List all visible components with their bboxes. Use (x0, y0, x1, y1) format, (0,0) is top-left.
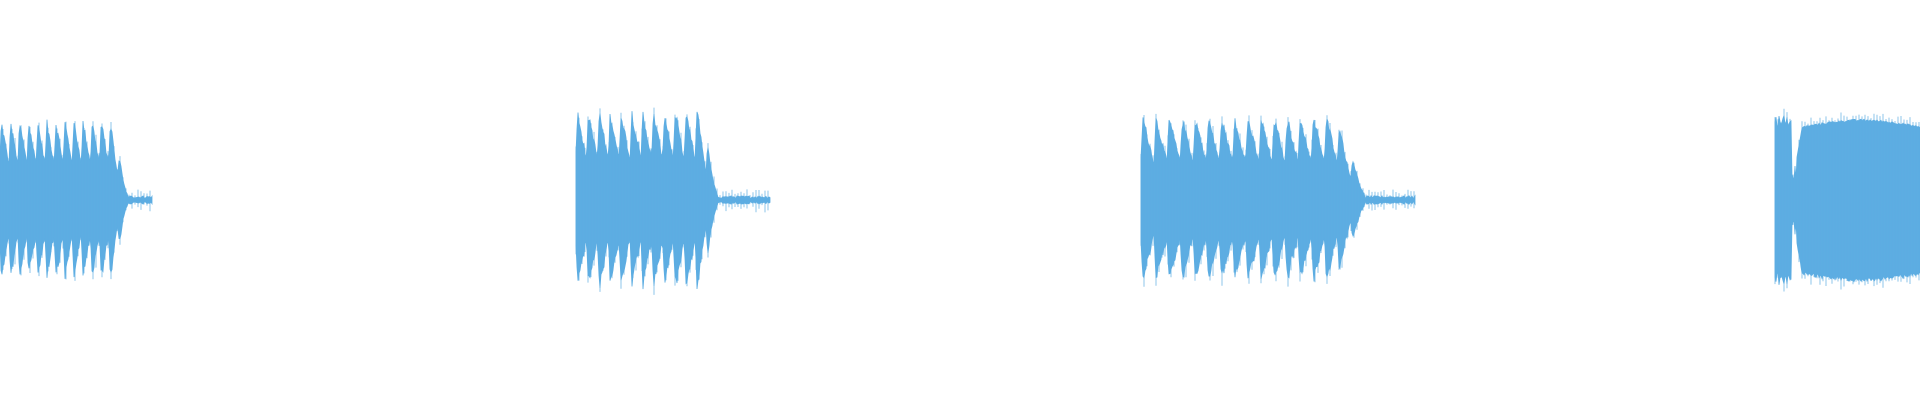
waveform-clip-4[interactable] (1774, 108, 1920, 292)
waveform-envelope (1140, 117, 1416, 282)
waveform-clip-3[interactable] (1140, 113, 1416, 287)
waveform-clip-2[interactable] (575, 107, 771, 295)
waveform-clip-1[interactable] (0, 119, 153, 281)
waveform-envelope (575, 111, 771, 290)
